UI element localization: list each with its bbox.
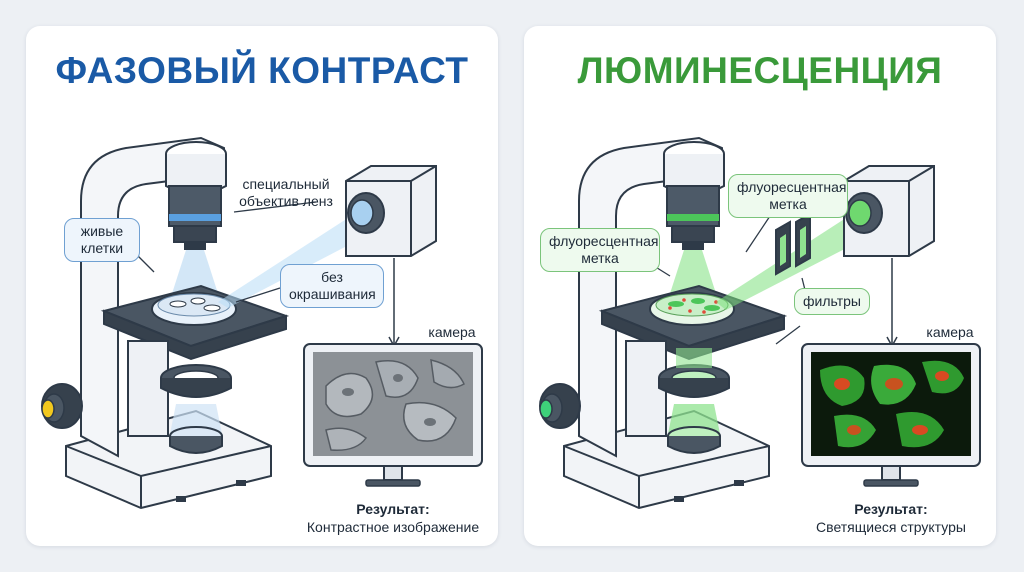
fluorescent-tag-top-line1: флуоресцентная <box>737 179 847 195</box>
petri-dish <box>649 292 735 326</box>
microscope-head <box>165 141 227 195</box>
condenser-ring <box>658 364 730 398</box>
objective-lens <box>168 185 222 250</box>
filters-bubble: фильтры <box>794 288 870 315</box>
phase-result-heading: Результат: <box>356 501 430 517</box>
fluorescence-microscope-illustration <box>539 136 981 510</box>
live-cells-bubble: живые клетки <box>64 218 140 262</box>
illuminator <box>169 426 223 454</box>
camera-beam <box>218 216 366 308</box>
camera-label: камера <box>926 324 974 340</box>
fluorescent-tag-bubble-top: флуоресцентная метка <box>728 174 848 218</box>
petri-dish <box>151 292 237 326</box>
filters <box>775 212 811 276</box>
objective-lens <box>666 185 720 250</box>
no-stain-label-line2: окрашивания <box>289 286 376 302</box>
illumination-beam <box>170 404 222 434</box>
monitor <box>303 343 483 487</box>
fluorescence-result-text: Светящиеся структуры <box>816 519 966 535</box>
no-stain-label-line1: без <box>321 269 343 285</box>
fluorescent-tag-top-line2: метка <box>769 196 807 212</box>
illuminator <box>667 426 721 454</box>
fluorescent-tag-left-line1: флуоресцентная <box>549 233 659 249</box>
objective-lens-label-line2: объектив ленз <box>239 193 333 209</box>
focus-knob <box>539 383 581 429</box>
fluorescence-title: ЛЮМИНЕСЦЕНЦИЯ <box>577 50 943 91</box>
objective-lens-label: специальный объектив ленз <box>231 176 341 210</box>
condenser-ring <box>160 364 232 398</box>
focus-knob <box>41 383 83 429</box>
fluorescence-result: Результат: Светящиеся структуры <box>786 500 996 536</box>
live-cells-label-line2: клетки <box>80 240 124 256</box>
camera-label: камера <box>428 324 476 340</box>
green-illumination-beam <box>668 404 720 434</box>
monitor <box>801 343 981 487</box>
phase-contrast-title: ФАЗОВЫЙ КОНТРАСТ <box>55 50 469 91</box>
live-cells-label-line1: живые <box>80 223 124 239</box>
fluorescent-tag-bubble-left: флуоресцентная метка <box>540 228 660 272</box>
fluorescence-result-heading: Результат: <box>854 501 928 517</box>
no-stain-bubble: без окрашивания <box>280 264 384 308</box>
fluorescence-panel: ЛЮМИНЕСЦЕНЦИЯ <box>524 26 996 546</box>
fluorescent-tag-left-line2: метка <box>581 250 619 266</box>
phase-contrast-panel: ФАЗОВЫЙ КОНТРАСТ <box>26 26 498 546</box>
camera <box>843 165 935 257</box>
phase-microscope-illustration <box>41 136 483 510</box>
objective-lens-label-line1: специальный <box>242 176 330 192</box>
camera <box>345 165 437 257</box>
phase-result: Результат: Контрастное изображение <box>288 500 498 536</box>
phase-result-text: Контрастное изображение <box>306 519 480 535</box>
